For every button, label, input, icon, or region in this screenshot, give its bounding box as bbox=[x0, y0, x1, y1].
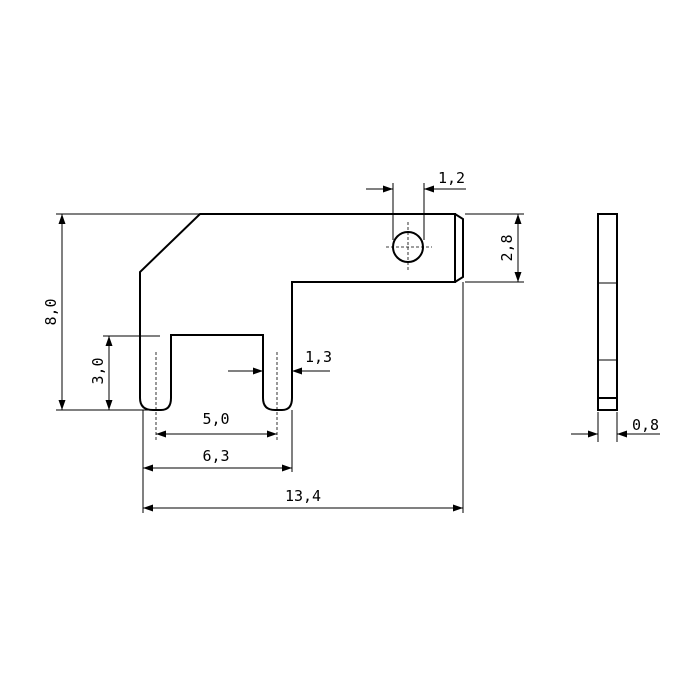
label-hole-diameter: 1,2 bbox=[438, 169, 465, 187]
label-overall-height: 8,0 bbox=[42, 298, 60, 325]
dimension-lines bbox=[58, 185, 660, 512]
side-view-body bbox=[597, 213, 618, 411]
label-slot-depth: 3,0 bbox=[89, 357, 107, 384]
tab-chamfer bbox=[454, 213, 464, 283]
part-side-view bbox=[597, 213, 618, 411]
label-prong-spacing: 5,0 bbox=[202, 410, 229, 428]
label-overall-length: 13,4 bbox=[285, 487, 321, 505]
dimension-texts: 1,2 2,8 8,0 3,0 1,3 5,0 6,3 13,4 0,8 bbox=[42, 169, 659, 505]
extension-lines bbox=[56, 183, 618, 513]
label-prong-width: 1,3 bbox=[305, 348, 332, 366]
part-front-view bbox=[139, 213, 464, 440]
label-prong-outer: 6,3 bbox=[202, 447, 229, 465]
label-thickness: 0,8 bbox=[632, 416, 659, 434]
label-tab-height: 2,8 bbox=[498, 234, 516, 261]
